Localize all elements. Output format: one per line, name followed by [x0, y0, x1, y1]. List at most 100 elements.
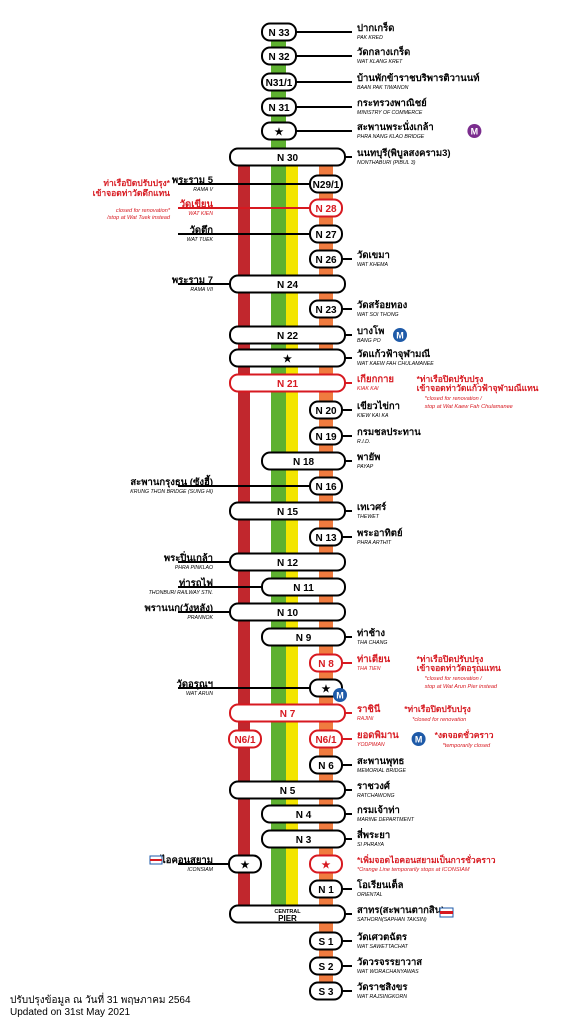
- station-pill-n16[interactable]: N 16: [309, 476, 343, 496]
- pill-code: N 6: [318, 761, 334, 772]
- station-pill-n6[interactable]: N 6: [309, 755, 343, 775]
- pill-body[interactable]: [229, 780, 346, 800]
- pill-body[interactable]: [261, 577, 346, 597]
- pill-body[interactable]: [261, 72, 297, 92]
- pill-body[interactable]: [229, 325, 346, 345]
- pill-body[interactable]: [261, 46, 297, 66]
- station-pill-n3[interactable]: N 3: [261, 829, 346, 849]
- pill-body[interactable]: [309, 931, 343, 951]
- pill-body[interactable]: [261, 22, 297, 42]
- station-pill-n1[interactable]: N 1: [309, 879, 343, 899]
- pill-code: N 21: [277, 379, 299, 390]
- station-pill-n7[interactable]: N 7: [229, 703, 346, 723]
- pill-left[interactable]: [228, 729, 262, 749]
- pill-code: N 7: [280, 709, 296, 720]
- pill-body[interactable]: [309, 198, 343, 218]
- station-pill-n291[interactable]: N29/1: [309, 174, 343, 194]
- pill-body[interactable]: [261, 97, 297, 117]
- station-name-thai: วัดเศวตฉัตร: [357, 932, 408, 943]
- pill-body[interactable]: [229, 274, 346, 294]
- station-pill-n9[interactable]: N 9: [261, 627, 346, 647]
- station-pill-n28[interactable]: N 28: [309, 198, 343, 218]
- pill-body[interactable]: [309, 476, 343, 496]
- pill-body[interactable]: [229, 552, 346, 572]
- pill-code: N 27: [315, 230, 337, 241]
- pill-body[interactable]: [309, 981, 343, 1001]
- station-pill-n33[interactable]: N 33: [261, 22, 297, 42]
- pill-code: N 9: [296, 633, 312, 644]
- metro-icon: [411, 732, 426, 746]
- pill-body[interactable]: [261, 804, 346, 824]
- pill-body[interactable]: [229, 147, 346, 167]
- pill-body[interactable]: [309, 299, 343, 319]
- pill-body[interactable]: [309, 249, 343, 269]
- station-pill-n15[interactable]: N 15: [229, 501, 346, 521]
- station-pill-s2[interactable]: S 2: [309, 956, 343, 976]
- pill-body[interactable]: [309, 956, 343, 976]
- closure-note-thai: เข้าจอดท่าวัดอรุณแทน: [417, 663, 501, 674]
- pill-body[interactable]: [229, 904, 346, 924]
- station-pill-n27[interactable]: N 27: [309, 224, 343, 244]
- station-pill-n4[interactable]: N 4: [261, 804, 346, 824]
- station-name-english: RAMA VII: [190, 287, 213, 293]
- station-pill-s3[interactable]: S 3: [309, 981, 343, 1001]
- station-pill-n24[interactable]: N 24: [229, 274, 346, 294]
- pill-body[interactable]: [229, 373, 346, 393]
- pill-body[interactable]: [229, 602, 346, 622]
- station-pill-n21[interactable]: N 21: [229, 373, 346, 393]
- pill-right[interactable]: [309, 854, 343, 874]
- station-pill-n12[interactable]: N 12: [229, 552, 346, 572]
- pill-code: CENTRAL: [274, 909, 301, 915]
- pill-body[interactable]: [229, 703, 346, 723]
- station-pill-s1[interactable]: S 1: [309, 931, 343, 951]
- pill-body[interactable]: [309, 755, 343, 775]
- pill-body[interactable]: [309, 426, 343, 446]
- pill-body[interactable]: [309, 527, 343, 547]
- label-connectors: [178, 31, 352, 992]
- station-pill-[interactable]: ★: [229, 348, 346, 368]
- station-pill-n10[interactable]: N 10: [229, 602, 346, 622]
- closure-note-thai: ท่าเรือปิดปรับปรุง*: [103, 178, 170, 189]
- station-name-english: WAT RAJSINGKORN: [357, 994, 407, 1000]
- station-pill-n30[interactable]: N 30: [229, 147, 346, 167]
- pill-body[interactable]: [229, 348, 346, 368]
- pill-body[interactable]: [309, 174, 343, 194]
- station-pill-n5[interactable]: N 5: [229, 780, 346, 800]
- pill-body[interactable]: [309, 224, 343, 244]
- station-name-thai: นนทบุรี(พิบูลสงคราม3): [357, 147, 451, 160]
- pill-body[interactable]: [309, 879, 343, 899]
- station-pill-n311[interactable]: N31/1: [261, 72, 297, 92]
- pill-body[interactable]: [261, 829, 346, 849]
- pill-left[interactable]: [228, 854, 262, 874]
- star-icon: ★: [283, 354, 292, 365]
- station-pill-n26[interactable]: N 26: [309, 249, 343, 269]
- station-pill-n22[interactable]: N 22: [229, 325, 346, 345]
- station-pill-n19[interactable]: N 19: [309, 426, 343, 446]
- station-pill-n13[interactable]: N 13: [309, 527, 343, 547]
- pill-body[interactable]: [309, 400, 343, 420]
- station-pill-n31[interactable]: N 31: [261, 97, 297, 117]
- station-name-thai: ราชินี: [357, 703, 381, 715]
- pill-body[interactable]: [261, 121, 297, 141]
- station-pill-[interactable]: ★★: [228, 854, 343, 874]
- station-pill-n11[interactable]: N 11: [261, 577, 346, 597]
- pill-body[interactable]: [261, 451, 346, 471]
- station-pill-n23[interactable]: N 23: [309, 299, 343, 319]
- station-name-english: MEMORIAL BRIDGE: [357, 768, 406, 774]
- metro-icon: [393, 328, 407, 342]
- station-pill-[interactable]: ★: [261, 121, 297, 141]
- pill-right[interactable]: [309, 729, 343, 749]
- station-pill-n32[interactable]: N 32: [261, 46, 297, 66]
- station-pill-n18[interactable]: N 18: [261, 451, 346, 471]
- pill-body[interactable]: [261, 627, 346, 647]
- flag-icon: [149, 855, 163, 865]
- station-pill-n20[interactable]: N 20: [309, 400, 343, 420]
- station-pill-n8[interactable]: N 8: [309, 653, 343, 673]
- station-name-english: BANG PO: [357, 338, 381, 344]
- pill-body[interactable]: [309, 653, 343, 673]
- pill-body[interactable]: [229, 501, 346, 521]
